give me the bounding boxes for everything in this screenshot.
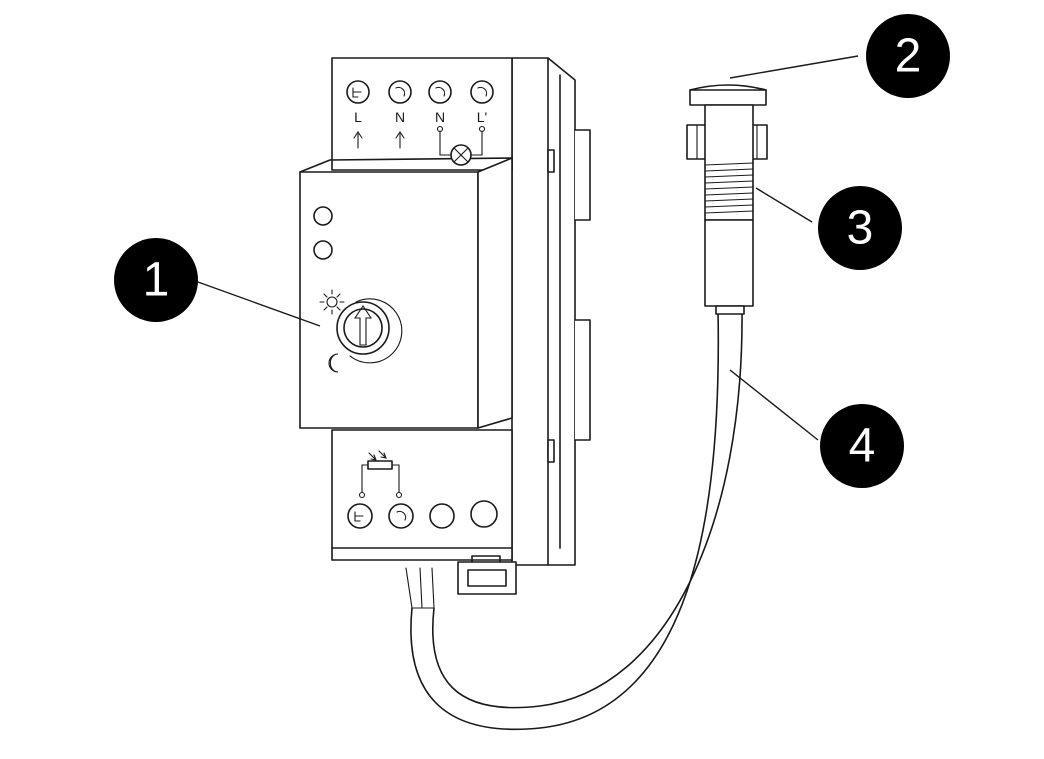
brightness-adjustment-knob[interactable] (336, 298, 403, 364)
input-arrow-l (353, 131, 363, 149)
terminal-label-n-load: N (435, 109, 445, 125)
svg-text:1: 1 (143, 254, 170, 307)
bottom-terminal-block (331, 429, 513, 561)
led-indicator-2 (313, 240, 333, 260)
svg-text:4: 4 (849, 420, 876, 473)
led-indicator-1 (313, 206, 333, 226)
moon-icon (328, 353, 339, 373)
terminal-label-l: L (354, 109, 362, 125)
sensor-cable (405, 309, 743, 731)
callout-leaders (197, 55, 859, 441)
photo-sensor-probe (686, 84, 768, 315)
callout-1: 1 (114, 238, 198, 322)
bottom-terminal-screws (347, 500, 498, 529)
callout-2: 2 (866, 14, 950, 98)
din-rail-module: L N N L' (299, 57, 591, 595)
rail-latch[interactable] (457, 561, 517, 595)
svg-text:2: 2 (895, 30, 922, 83)
sun-icon (319, 289, 345, 315)
sensor-cap (689, 89, 767, 106)
terminal-label-l-prime: L' (477, 109, 487, 125)
photoresistor-symbol (358, 450, 403, 499)
lamp-symbol (436, 125, 486, 166)
terminal-label-n: N (395, 109, 405, 125)
sensor-sleeve (704, 219, 754, 307)
threaded-mounting-body (704, 104, 754, 221)
input-arrow-n (395, 131, 405, 149)
svg-text:3: 3 (847, 202, 874, 255)
top-terminal-screws (346, 80, 494, 104)
callout-4: 4 (820, 404, 904, 488)
callout-3: 3 (818, 186, 902, 270)
